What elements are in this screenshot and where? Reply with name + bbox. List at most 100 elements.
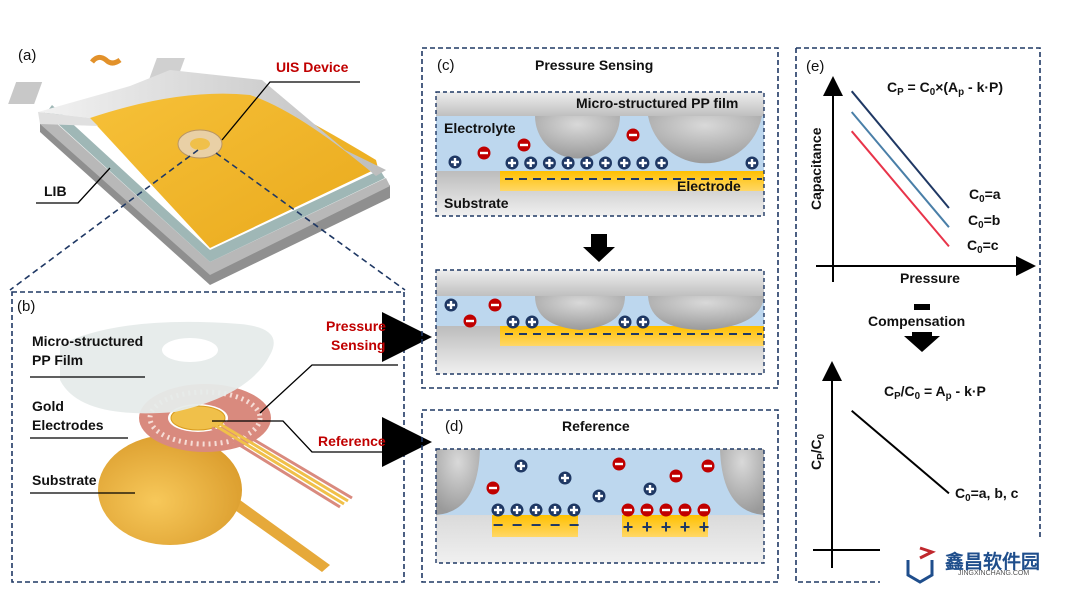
cation-icon (561, 156, 575, 170)
panel-a-label: (a) (18, 47, 37, 64)
chart2-ylabel: CP/C0 (808, 433, 827, 470)
watermark-brand: 鑫昌软件园 (945, 552, 1041, 573)
lib-label: LIB (44, 183, 67, 199)
pp-film-text: Micro-structured PP film (576, 95, 739, 111)
lib-leader (36, 167, 111, 204)
cation-icon (525, 315, 539, 329)
cation-icon (506, 315, 520, 329)
pressure-sensing-output-line1: Pressure (326, 318, 386, 334)
exploded-device-illustration (60, 321, 353, 572)
anion-icon (621, 503, 635, 517)
legend-c0-b: C0=b (968, 212, 1001, 231)
pp-film (60, 321, 274, 414)
pp-film-label-line2: PP Film (32, 352, 84, 368)
transition-arrow (583, 234, 615, 262)
lib-battery-illustration (8, 54, 390, 285)
cation-icon (542, 156, 556, 170)
reference-leader (212, 420, 398, 453)
cation-icon (580, 156, 594, 170)
cation-icon (567, 503, 581, 517)
cation-icon (655, 156, 669, 170)
legend-c0-c: C0=c (967, 237, 999, 256)
uis-device-leader (221, 81, 360, 141)
substrate-text: Substrate (444, 195, 509, 211)
panel-d-label: (d) (445, 418, 464, 435)
zoom-guide-line (215, 152, 406, 291)
electrolyte-text: Electrolyte (444, 120, 516, 136)
series-line-c0-a-b-c (851, 410, 950, 495)
panel-c-title: Pressure Sensing (535, 57, 654, 73)
negative-charge-icon: − (531, 515, 542, 535)
battery-tab (8, 82, 43, 104)
watermark-logo (906, 546, 936, 584)
positive-charge-icon: + (680, 517, 691, 537)
pressure-sensing-output-line2: Sensing (331, 337, 386, 353)
anion-icon (697, 503, 711, 517)
anion-icon (463, 314, 477, 328)
anion-icon (612, 457, 626, 471)
compensation-arrow (904, 332, 940, 352)
anion-icon (477, 146, 491, 160)
anion-icon (517, 138, 531, 152)
negative-charge-icon: − (550, 515, 561, 535)
cation-icon (592, 489, 606, 503)
cation-icon (745, 156, 759, 170)
positive-charge-icon: + (699, 517, 710, 537)
cation-icon (448, 155, 462, 169)
minus-sign-icon (914, 304, 930, 310)
flex-cable (90, 54, 122, 66)
cation-icon (444, 298, 458, 312)
cation-icon (618, 315, 632, 329)
chart1-ylabel: Capacitance (808, 127, 824, 210)
uis-device-label: UIS Device (276, 59, 349, 75)
anion-icon (701, 459, 715, 473)
cation-icon (491, 503, 505, 517)
anion-icon (626, 128, 640, 142)
substrate-tail (232, 500, 330, 572)
chart1-xlabel: Pressure (900, 270, 960, 286)
chart1-equation: CP = C0×(Ap - k·P) (887, 79, 1004, 98)
cation-icon (505, 156, 519, 170)
reference-electrode-negative (492, 515, 578, 537)
panel-c-frame (421, 47, 779, 389)
pressure-sensing-compressed-schematic (435, 269, 765, 375)
anion-icon (486, 481, 500, 495)
chart2-equation: CP/C0 = Ap - k·P (884, 383, 986, 402)
cation-icon (514, 459, 528, 473)
anion-icon (640, 503, 654, 517)
anion-icon (659, 503, 673, 517)
negative-charge-icon: − (569, 515, 580, 535)
reference-output-label: Reference (318, 433, 386, 449)
zoom-guide-line (9, 149, 199, 291)
cation-icon (617, 156, 631, 170)
panel-b-label: (b) (17, 298, 36, 315)
reference-schematic (435, 448, 765, 564)
legend-c0-abc: C0=a, b, c (955, 485, 1019, 504)
anion-icon (678, 503, 692, 517)
cation-icon (643, 482, 657, 496)
negative-charge-icon: − (493, 515, 504, 535)
cation-icon (636, 315, 650, 329)
anion-icon (488, 298, 502, 312)
series-line-c0-a (850, 90, 950, 209)
panel-d-frame (421, 409, 779, 583)
pp-microstructure (535, 116, 620, 159)
reference-electrode (170, 405, 226, 431)
pp-microstructure (648, 116, 762, 164)
positive-charge-icon: + (642, 517, 653, 537)
series-line-c0-c (850, 130, 950, 248)
reference-electrode-positive (622, 515, 708, 537)
cation-icon (524, 156, 538, 170)
negative-charge-icon: − (512, 515, 523, 535)
panel-e-frame (795, 47, 1041, 583)
anion-icon (669, 469, 683, 483)
pp-film-label-line1: Micro-structured (32, 333, 144, 349)
pressure-sensing-leader (259, 364, 398, 414)
cation-icon (510, 503, 524, 517)
positive-charge-icon: + (623, 517, 634, 537)
panel-e-label: (e) (806, 58, 825, 75)
panel-d-title: Reference (562, 418, 630, 434)
substrate-disc (98, 435, 242, 545)
electrode-text: Electrode (677, 178, 741, 194)
